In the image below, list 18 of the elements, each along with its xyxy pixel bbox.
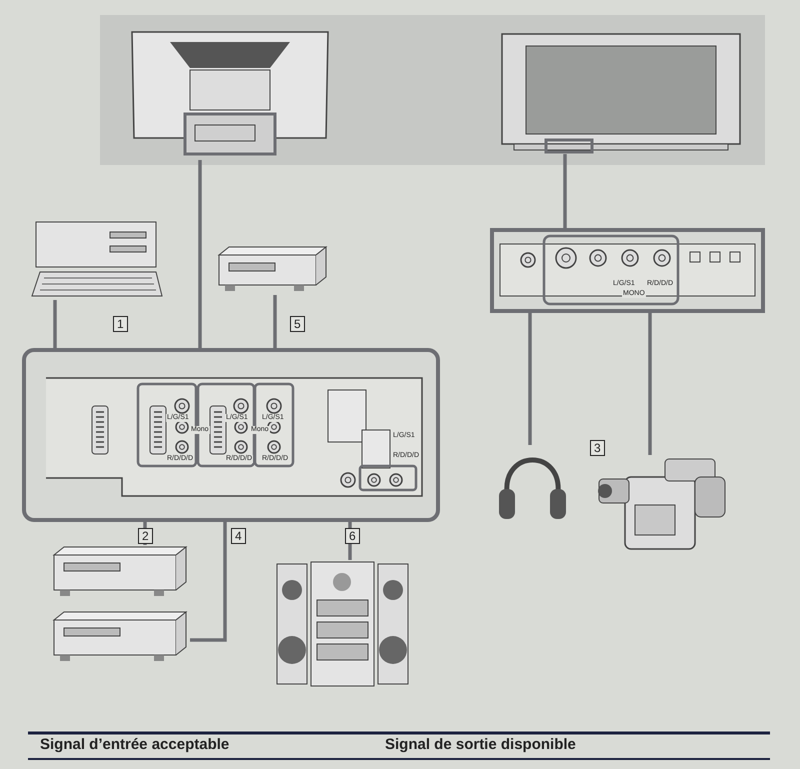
tv-front-drawing bbox=[500, 32, 742, 154]
connection-line bbox=[198, 160, 202, 348]
connection-line bbox=[648, 313, 652, 455]
rear-panel-drawing bbox=[22, 348, 440, 522]
connection-line bbox=[190, 522, 227, 642]
callout-number: 4 bbox=[231, 528, 246, 544]
callout-number: 5 bbox=[290, 316, 305, 332]
callout-number: 6 bbox=[345, 528, 360, 544]
connection-line bbox=[528, 313, 532, 445]
connection-line bbox=[563, 154, 567, 228]
connection-line bbox=[53, 300, 57, 348]
front-panel-drawing bbox=[490, 228, 765, 313]
callout-number: 1 bbox=[113, 316, 128, 332]
callout-number: 3 bbox=[590, 440, 605, 456]
connection-line bbox=[273, 295, 277, 348]
callout-number: 2 bbox=[138, 528, 153, 544]
column-heading: Signal d’entrée acceptable bbox=[40, 736, 230, 754]
column-heading: Signal de sortie disponible bbox=[385, 736, 576, 754]
